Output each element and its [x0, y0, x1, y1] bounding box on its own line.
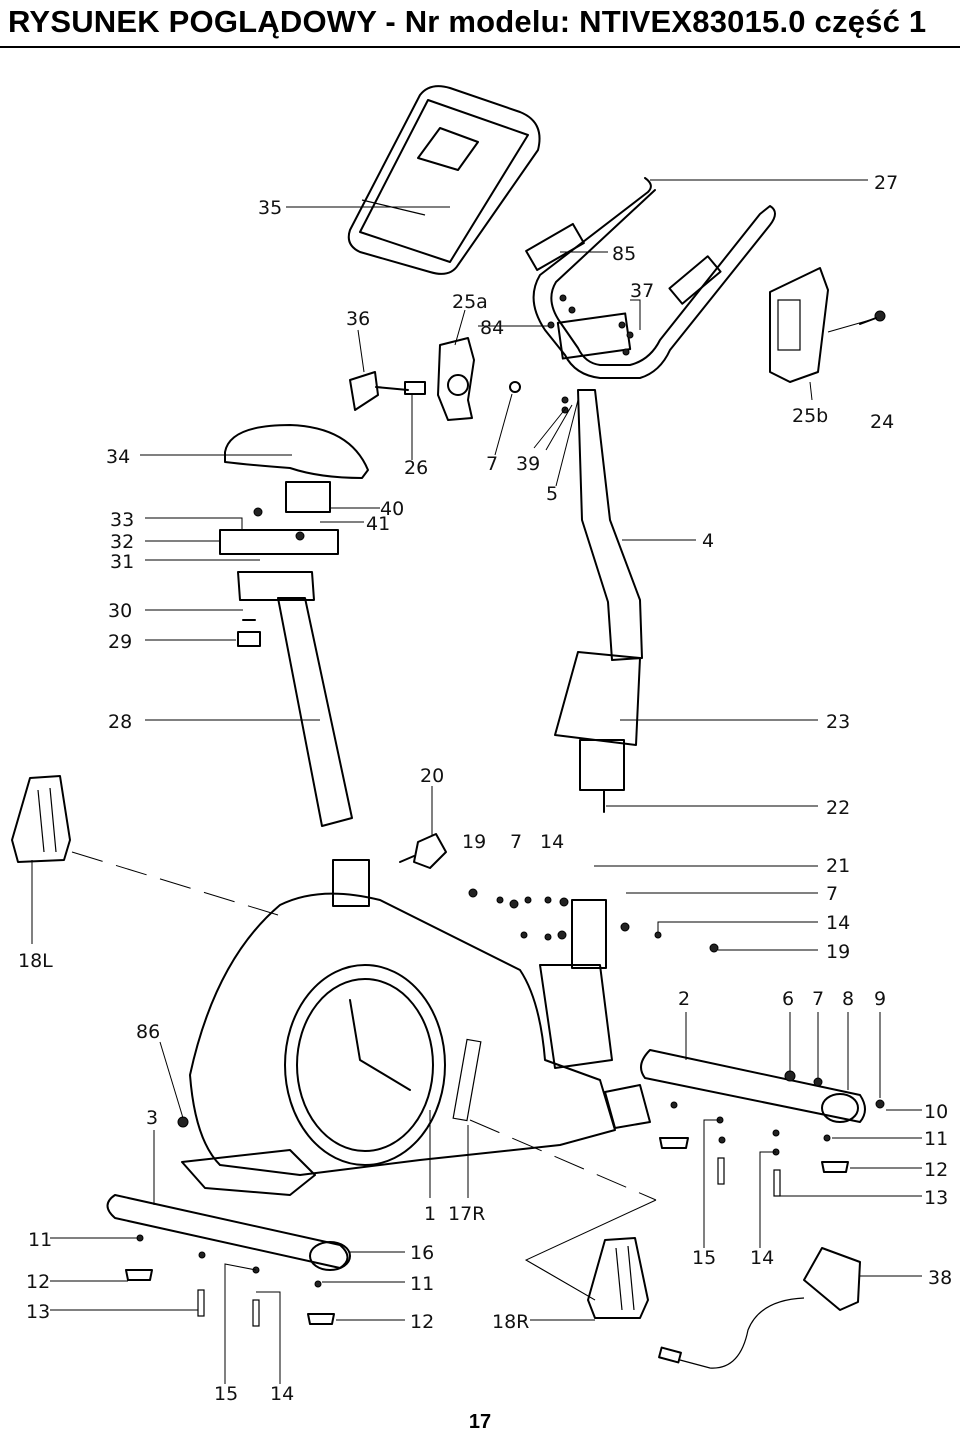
callout-label: 85 — [612, 243, 636, 265]
callout-label: 7 — [510, 831, 522, 853]
rear-stabilizer-3 — [106, 1149, 351, 1271]
callout-label: 40 — [380, 498, 404, 520]
callout-label: 14 — [750, 1247, 774, 1269]
adapter-38 — [658, 1247, 861, 1369]
upright-tube-4 — [554, 389, 643, 813]
callout-label: 12 — [924, 1159, 948, 1181]
seat-slider-31-33 — [219, 481, 339, 601]
callout-label: 30 — [108, 600, 132, 622]
callout-label: 39 — [516, 453, 540, 475]
callout-label: 11 — [28, 1229, 52, 1251]
callout-label: 3 — [146, 1107, 158, 1129]
callout-label: 2 — [678, 988, 690, 1010]
front-stabilizer-2 — [604, 1049, 866, 1129]
callout-label: 22 — [826, 797, 850, 819]
callout-label: 34 — [106, 446, 130, 468]
page-title: RYSUNEK POGLĄDOWY - Nr modelu: NTIVEX830… — [8, 4, 927, 39]
callout-label: 33 — [110, 509, 134, 531]
callout-label: 41 — [366, 513, 390, 535]
knob-36 — [349, 371, 426, 411]
callout-label: 12 — [410, 1311, 434, 1333]
seat-34 — [224, 424, 369, 479]
callout-label: 19 — [462, 831, 486, 853]
callout-label: 11 — [924, 1128, 948, 1150]
callout-label: 23 — [826, 711, 850, 733]
callout-label: 29 — [108, 631, 132, 653]
callout-label: 14 — [826, 912, 850, 934]
callout-label: 7 — [826, 883, 838, 905]
callout-label: 35 — [258, 197, 282, 219]
callout-label: 8 — [842, 988, 854, 1010]
callout-label: 14 — [540, 831, 564, 853]
callout-label: 12 — [26, 1271, 50, 1293]
callout-label: 6 — [782, 988, 794, 1010]
callout-label: 32 — [110, 531, 134, 553]
callout-label: 14 — [270, 1383, 294, 1405]
callout-label: 36 — [346, 308, 370, 330]
callout-label: 16 — [410, 1242, 434, 1264]
cover-25b — [769, 267, 829, 383]
callout-label: 10 — [924, 1101, 948, 1123]
callout-label: 24 — [870, 411, 894, 433]
callout-label: 13 — [26, 1301, 50, 1323]
seat-knob-29 — [237, 619, 261, 647]
callout-label: 38 — [928, 1267, 952, 1289]
callout-label: 15 — [692, 1247, 716, 1269]
callout-label: 37 — [630, 280, 654, 302]
main-frame-1 — [189, 859, 616, 1176]
feet-12 — [125, 1137, 849, 1325]
callout-label: 20 — [420, 765, 444, 787]
bracket-25a — [437, 337, 475, 421]
leader-lines — [31, 179, 922, 1384]
callout-label: 18L — [18, 950, 53, 972]
callout-label: 27 — [874, 172, 898, 194]
console-35 — [347, 85, 541, 275]
washer-7 — [509, 381, 521, 393]
callout-label: 84 — [480, 317, 504, 339]
callout-label: 31 — [110, 551, 134, 573]
callout-label: 5 — [546, 483, 558, 505]
callout-label: 18R — [492, 1311, 529, 1333]
callout-label: 26 — [404, 457, 428, 479]
callout-label: 11 — [410, 1273, 434, 1295]
callout-label: 15 — [214, 1383, 238, 1405]
handlebar-27 — [525, 177, 776, 379]
title-rule — [0, 46, 960, 48]
pedal-18R — [587, 1237, 649, 1319]
callout-label: 4 — [702, 530, 714, 552]
callout-label: 28 — [108, 711, 132, 733]
callout-label: 1 — [424, 1203, 436, 1225]
seat-post-28 — [277, 597, 353, 827]
tension-knob-20 — [399, 833, 447, 869]
callout-label: 25a — [452, 291, 488, 313]
callout-label: 7 — [486, 453, 498, 475]
callout-label: 17R — [448, 1203, 485, 1225]
hardware — [136, 294, 885, 1327]
callout-labels: 35 27 85 37 36 25a 84 25b 24 34 26 7 39 … — [18, 172, 952, 1405]
assembly-guides — [71, 851, 657, 1301]
callout-label: 25b — [792, 405, 828, 427]
callout-label: 19 — [826, 941, 850, 963]
callout-label: 9 — [874, 988, 886, 1010]
callout-label: 21 — [826, 855, 850, 877]
page-number: 17 — [468, 1411, 492, 1433]
pedal-18L — [11, 775, 71, 863]
callout-label: 7 — [812, 988, 824, 1010]
callout-label: 13 — [924, 1187, 948, 1209]
callout-label: 86 — [136, 1021, 160, 1043]
